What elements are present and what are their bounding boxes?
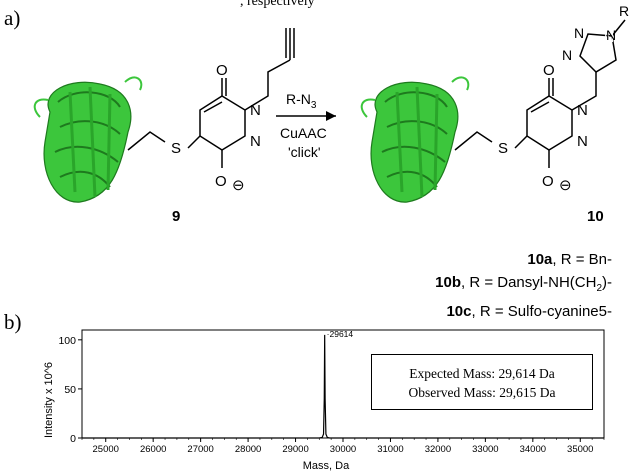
atom-N1-right: N	[577, 102, 588, 119]
protein-right-illustration	[360, 76, 470, 203]
x-tick-label-6: 31000	[377, 444, 403, 455]
reagent-azide: R-N3	[286, 91, 317, 111]
y-tick-label-0: 0	[70, 433, 76, 445]
x-tick-label-5: 30000	[330, 444, 356, 455]
atom-O-bottom-right: O	[542, 173, 554, 190]
r-group-10b: 10b, R = Dansyl-NH(CH2)-	[435, 274, 612, 294]
atom-R: R	[619, 3, 629, 19]
x-tick-label-4: 29000	[282, 444, 308, 455]
reagent-cuaac: CuAAC	[280, 125, 327, 141]
x-tick-label-1: 26000	[140, 444, 166, 455]
y-tick-label-1: 50	[64, 384, 76, 396]
spectrum-line-0	[82, 334, 604, 439]
negative-charge-right: ⊖	[559, 177, 572, 194]
panel-b-label: b)	[4, 310, 22, 334]
triazole-N-a: N	[574, 25, 584, 41]
x-tick-label-9: 34000	[520, 444, 546, 455]
peak-label: ·29614	[327, 329, 354, 339]
mass-spectrum-chart: 25000 26000 27000 28000 29000 30000 31000 32000…	[43, 329, 605, 472]
r-group-10c: 10c, R = Sulfo-cyanine5-	[446, 303, 612, 320]
x-axis-label: Mass, Da	[303, 460, 350, 472]
y-tick-label-2: 100	[58, 335, 76, 347]
atom-N2-left: N	[250, 133, 261, 150]
triazole-N1: N	[604, 29, 614, 45]
reaction-arrow	[276, 111, 336, 121]
atom-S-right: S	[498, 140, 508, 157]
observed-mass: Observed Mass: 29,615 Da	[408, 385, 556, 400]
r-group-list: 10a, R = Bn- 10b, R = Dansyl-NH(CH2)- 10…	[435, 248, 612, 323]
atom-N1-left: N	[250, 102, 261, 119]
compound-9-label: 9	[172, 208, 180, 225]
expected-mass: Expected Mass: 29,614 Da	[409, 366, 555, 381]
x-tick-label-2: 27000	[187, 444, 213, 455]
molecule-10	[454, 19, 626, 168]
x-tick-label-8: 33000	[472, 444, 498, 455]
r-group-10a: 10a, R = Bn-	[527, 251, 612, 268]
protein-left-illustration	[33, 76, 143, 203]
y-axis-label: Intensity x 10^6	[43, 362, 55, 438]
x-tick-label-0: 25000	[93, 444, 119, 455]
reagent-click: 'click'	[288, 144, 321, 160]
reaction-scheme: S O N N O ⊖ 9 R-N3 CuAAC 'click' S	[33, 3, 629, 225]
x-tick-label-3: 28000	[235, 444, 261, 455]
atom-N2-right: N	[577, 133, 588, 150]
negative-charge-left: ⊖	[232, 177, 245, 194]
compound-10-label: 10	[587, 208, 604, 225]
panel-a-label: a)	[4, 6, 21, 30]
mass-result-box: Expected Mass: 29,614 Da Observed Mass: …	[371, 354, 593, 410]
molecule-9	[127, 28, 295, 168]
x-tick-label-7: 32000	[425, 444, 451, 455]
atom-O-top-left: O	[216, 62, 228, 79]
atom-O-top-right: O	[543, 62, 555, 79]
x-tick-label-10: 35000	[567, 444, 593, 455]
triazole-N-b: N	[562, 47, 572, 63]
atom-O-bottom-left: O	[215, 173, 227, 190]
caption-fragment: , respectively	[240, 0, 315, 9]
triazole-N-c: N	[606, 27, 616, 43]
atom-S-left: S	[171, 140, 181, 157]
